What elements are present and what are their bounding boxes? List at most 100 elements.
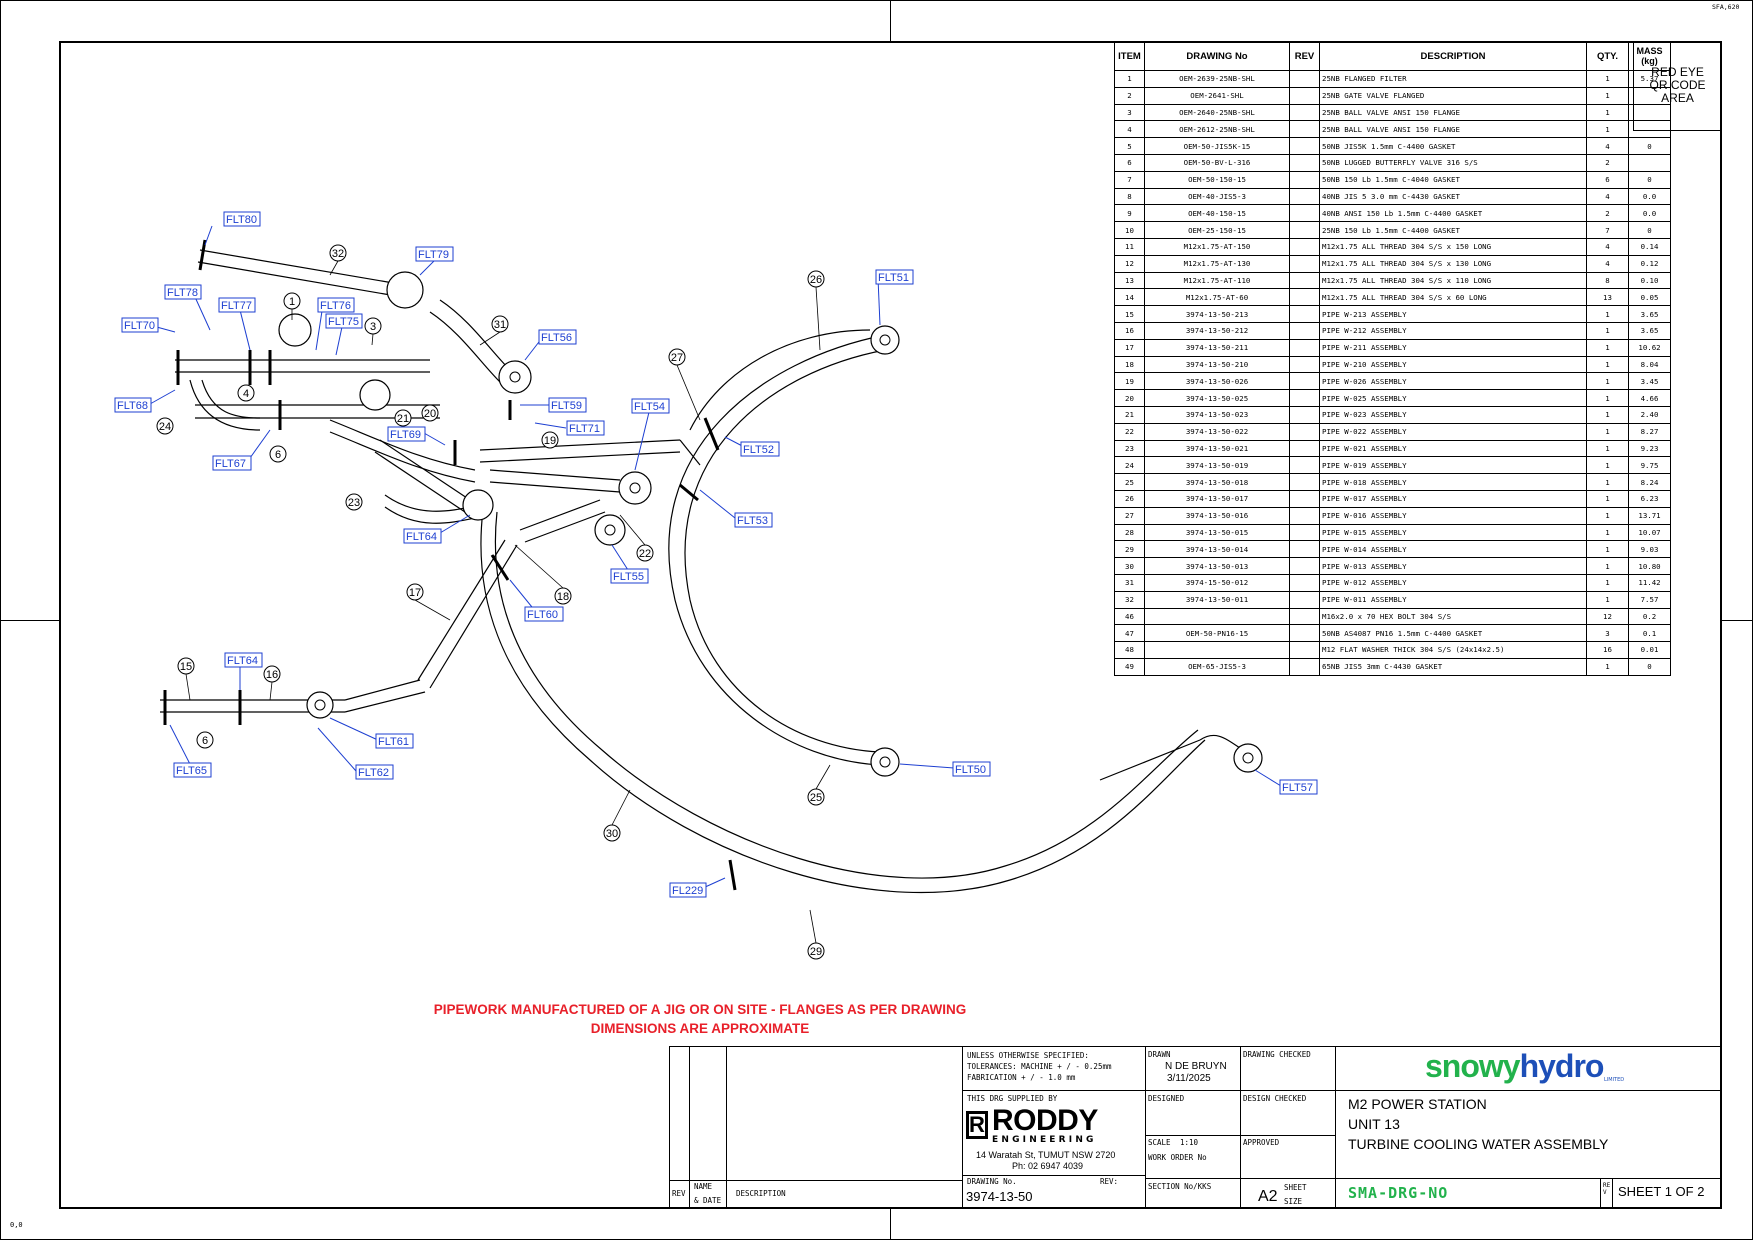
flange-flt61 xyxy=(306,691,334,719)
bom-cell-qty: 4 xyxy=(1586,187,1629,206)
qr-line-1: RED EYE xyxy=(1651,65,1704,79)
balloon-21: 21 xyxy=(394,409,412,427)
flange-tag-flt60: FLT60 xyxy=(524,606,564,622)
svg-text:FLT62: FLT62 xyxy=(358,767,389,779)
flange-tag-flt57: FLT57 xyxy=(1279,779,1318,795)
zone-mark-bottom xyxy=(890,1209,891,1240)
drawing-number: 3974-13-50 xyxy=(966,1189,1033,1204)
bom-cell-mass: 8.24 xyxy=(1628,473,1671,491)
bom-cell-drawing-no: 3974-13-50-014 xyxy=(1144,540,1290,559)
bom-cell-description: 40NB JIS 5 3.0 mm C-4430 GASKET xyxy=(1319,187,1587,206)
flange-tag-flt59: FLT59 xyxy=(548,397,587,413)
sheet-of: SHEET 1 OF 2 xyxy=(1618,1184,1705,1199)
origin-label: 0,0 xyxy=(10,1221,23,1229)
bom-cell-drawing-no: 3974-13-50-213 xyxy=(1144,305,1290,323)
svg-text:FLT79: FLT79 xyxy=(418,249,449,261)
svg-text:FLT50: FLT50 xyxy=(955,764,986,776)
bom-cell-drawing-no: M12x1.75-AT-130 xyxy=(1144,254,1290,273)
bom-cell-description: PIPE W-016 ASSEMBLY xyxy=(1319,506,1587,525)
bom-cell-mass: 0 xyxy=(1628,221,1671,239)
balloon-17: 17 xyxy=(406,583,424,601)
bom-cell-qty: 16 xyxy=(1586,641,1629,659)
svg-text:FLT65: FLT65 xyxy=(176,765,207,777)
bom-cell-description: M12x1.75 ALL THREAD 304 S/S x 60 LONG xyxy=(1319,288,1587,307)
svg-text:FLT56: FLT56 xyxy=(541,332,572,344)
drawing-rev-label: REV: xyxy=(1100,1177,1119,1186)
bom-cell-description: PIPE W-019 ASSEMBLY xyxy=(1319,456,1587,475)
bom-cell-drawing-no: 3974-13-50-017 xyxy=(1144,489,1290,508)
bom-cell-rev xyxy=(1289,590,1320,609)
bom-cell-rev xyxy=(1289,237,1320,256)
balloon-31: 31 xyxy=(491,315,509,333)
bom-cell-description: PIPE W-021 ASSEMBLY xyxy=(1319,439,1587,458)
flange-tag-flt77: FLT77 xyxy=(218,297,256,313)
bom-cell-item: 46 xyxy=(1114,607,1145,626)
bom-cell-item: 16 xyxy=(1114,321,1145,340)
bom-cell-item: 11 xyxy=(1114,237,1145,256)
bom-cell-rev xyxy=(1289,120,1320,139)
bom-cell-rev xyxy=(1289,573,1320,592)
svg-text:6: 6 xyxy=(202,735,208,747)
tolerance-machine: TOLERANCES: MACHINE + / - 0.25mm xyxy=(967,1062,1112,1071)
svg-text:FLT55: FLT55 xyxy=(613,571,644,583)
bom-cell-rev xyxy=(1289,523,1320,542)
bom-cell-mass xyxy=(1628,153,1671,172)
project-title-2: UNIT 13 xyxy=(1348,1116,1400,1132)
bom-cell-drawing-no: 3974-13-50-025 xyxy=(1144,389,1290,407)
bom-cell-description: 25NB BALL VALVE ANSI 150 FLANGE xyxy=(1319,103,1587,122)
bom-cell-description: PIPE W-022 ASSEMBLY xyxy=(1319,422,1587,441)
bom-cell-qty: 1 xyxy=(1586,70,1629,88)
bom-cell-description: 25NB GATE VALVE FLANGED xyxy=(1319,86,1587,105)
bom-cell-drawing-no: OEM-50-BV-L-316 xyxy=(1144,153,1290,172)
bom-cell-drawing-no: 3974-13-50-212 xyxy=(1144,321,1290,340)
bom-cell-description: M12x1.75 ALL THREAD 304 S/S x 130 LONG xyxy=(1319,254,1587,273)
design-checked-label: DESIGN CHECKED xyxy=(1243,1094,1307,1103)
svg-text:FLT69: FLT69 xyxy=(390,429,421,441)
bom-cell-mass: 6.23 xyxy=(1628,489,1671,508)
svg-text:17: 17 xyxy=(409,587,421,599)
bom-cell-drawing-no xyxy=(1144,607,1290,626)
bom-cell-qty: 7 xyxy=(1586,221,1629,239)
flange-tag-flt50: FLT50 xyxy=(952,761,991,777)
flange-tag-flt71: FLT71 xyxy=(566,420,605,436)
bom-cell-drawing-no: OEM-2639-25NB-SHL xyxy=(1144,70,1290,88)
bom-cell-description: M16x2.0 x 70 HEX BOLT 304 S/S xyxy=(1319,607,1587,626)
bom-cell-mass: 3.65 xyxy=(1628,321,1671,340)
bom-cell-mass: 0.12 xyxy=(1628,254,1671,273)
bom-cell-description: 50NB AS4087 PN16 1.5mm C-4400 GASKET xyxy=(1319,624,1587,643)
balloon-16: 16 xyxy=(263,665,281,683)
bom-header-mass: MASS (kg) xyxy=(1628,41,1671,71)
bom-cell-rev xyxy=(1289,607,1320,626)
bom-cell-drawing-no: 3974-13-50-015 xyxy=(1144,523,1290,542)
svg-text:27: 27 xyxy=(671,352,683,364)
bom-cell-rev xyxy=(1289,170,1320,189)
bom-cell-item: 14 xyxy=(1114,288,1145,307)
bom-cell-drawing-no: 3974-13-50-023 xyxy=(1144,405,1290,424)
bom-cell-qty: 1 xyxy=(1586,405,1629,424)
roddy-logo-engineering: ENGINEERING xyxy=(992,1135,1097,1145)
balloon-29: 29 xyxy=(807,942,825,960)
bom-cell-qty: 1 xyxy=(1586,355,1629,374)
bom-cell-mass: 9.75 xyxy=(1628,456,1671,475)
balloon-23: 23 xyxy=(345,493,363,511)
balloon-22: 22 xyxy=(636,544,654,562)
bom-cell-mass: 0.0 xyxy=(1628,187,1671,206)
svg-text:FLT78: FLT78 xyxy=(167,287,198,299)
bom-cell-qty: 4 xyxy=(1586,254,1629,273)
bom-cell-rev xyxy=(1289,187,1320,206)
work-order-label: WORK ORDER No xyxy=(1148,1153,1207,1162)
bom-cell-drawing-no: OEM-50-JIS5K-15 xyxy=(1144,137,1290,155)
bom-cell-item: 17 xyxy=(1114,338,1145,357)
bom-cell-qty: 2 xyxy=(1586,153,1629,172)
flange-flt50 xyxy=(870,747,900,777)
bom-cell-item: 26 xyxy=(1114,489,1145,508)
flange-tag-flt69: FLT69 xyxy=(387,426,426,442)
bom-cell-rev xyxy=(1289,338,1320,357)
bom-cell-rev xyxy=(1289,86,1320,105)
roddy-phone: Ph: 02 6947 4039 xyxy=(1012,1161,1084,1171)
